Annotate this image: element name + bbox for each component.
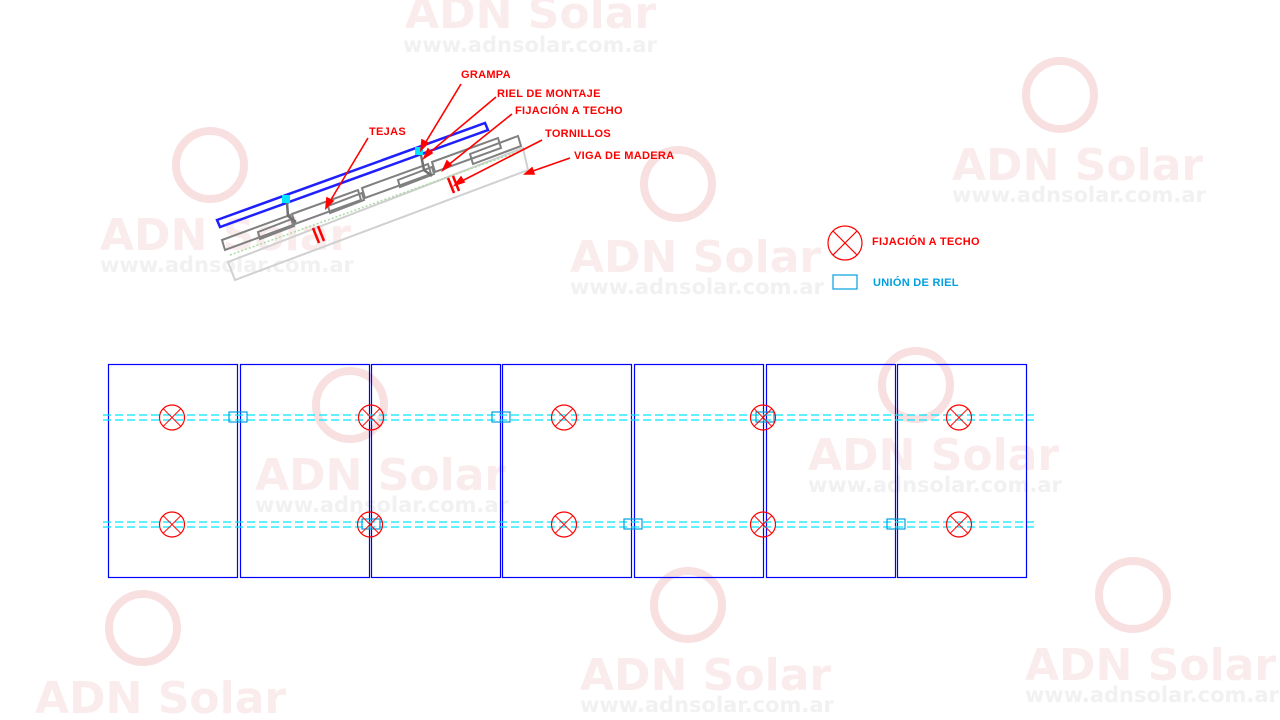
watermark-url: www.adnsolar.com.ar: [570, 275, 825, 299]
roof-fixing-cross: [949, 408, 969, 427]
roof-fixing-cross: [753, 515, 773, 534]
roof-fixing-cross: [554, 515, 574, 534]
label-tejas: TEJAS: [369, 126, 406, 138]
roof-fixing-cross: [753, 408, 773, 427]
legend-rail-joint-label: UNIÓN DE RIEL: [873, 276, 959, 289]
solar-panel: [370, 363, 502, 579]
watermark-brand: ADN Solar: [1025, 640, 1276, 691]
watermark-brand: ADN Solar: [255, 450, 506, 501]
label-fijacion-a-techo: FIJACIÓN A TECHO: [515, 104, 623, 117]
watermark-brand: ADN Solar: [952, 140, 1203, 191]
fixing-icon: [827, 225, 863, 261]
watermark-brand: ADN Solar: [580, 650, 831, 701]
rail-joint: [491, 411, 511, 423]
roof-fixing-cross: [361, 408, 381, 427]
mounting-rail: [215, 121, 490, 229]
rail-joint: [623, 518, 643, 530]
roof-fixing: [945, 511, 973, 538]
roof-fixing-cross: [949, 515, 969, 534]
watermark-url: www.adnsolar.com.ar: [952, 183, 1207, 207]
roof-section-drawing: GRAMPA RIEL DE MONTAJE FIJACIÓN A TECHO …: [215, 69, 674, 282]
rail-joint-icon: [832, 274, 858, 290]
watermark-brand: ADN Solar: [405, 0, 656, 39]
solar-panel: [633, 363, 765, 579]
roof-fixing: [550, 404, 578, 431]
roof-fixing-cross: [360, 515, 380, 534]
legend: FIJACIÓN A TECHO UNIÓN DE RIEL: [827, 225, 980, 290]
watermark-brand: ADN Solar: [808, 430, 1059, 481]
roof-fixing: [749, 404, 777, 431]
callout-arrows: [324, 83, 571, 211]
solar-panel: [239, 363, 371, 579]
rail-joint: [886, 518, 906, 530]
watermark-url: www.adnsolar.com.ar: [1025, 683, 1280, 707]
roof-hook: [285, 154, 433, 223]
solar-panel: [765, 363, 897, 579]
solar-panel: [501, 363, 633, 579]
label-tornillos: TORNILLOS: [545, 128, 611, 140]
roof-fixing: [357, 404, 385, 431]
rail-joint: [361, 518, 381, 530]
label-viga-de-madera: VIGA DE MADERA: [574, 150, 674, 162]
roof-fixing: [550, 511, 578, 538]
clamp: [282, 195, 290, 203]
watermark-url: www.adnsolar.com.ar: [580, 693, 835, 717]
watermark-url: www.adnsolar.com.ar: [100, 253, 355, 277]
roof-fixing-cross: [162, 515, 182, 534]
rail-joint: [228, 411, 248, 423]
solar-panel: [107, 363, 239, 579]
roof-fixing-cross: [162, 408, 182, 427]
roof-fixing: [945, 404, 973, 431]
legend-fixing-label: FIJACIÓN A TECHO: [872, 235, 980, 248]
roof-fixing: [158, 511, 186, 538]
label-grampa: GRAMPA: [461, 69, 511, 81]
watermark-url: www.adnsolar.com.ar: [403, 33, 658, 57]
roof-fixing-cross: [554, 408, 574, 427]
roof-fixing: [356, 511, 384, 538]
watermark-brand: ADN Solar: [35, 673, 286, 720]
panel-layout: [103, 363, 1034, 579]
rail-joint: [755, 411, 775, 423]
clamp: [415, 147, 423, 155]
roof-fixing: [749, 511, 777, 538]
watermark-brand: ADN Solar: [570, 232, 821, 283]
roof-fixing: [158, 404, 186, 431]
wooden-beam: [226, 146, 530, 282]
solar-panel: [896, 363, 1028, 579]
label-riel-de-montaje: RIEL DE MONTAJE: [497, 88, 601, 100]
watermark-url: www.adnsolar.com.ar: [808, 473, 1063, 497]
watermark-url: www.adnsolar.com.ar: [255, 493, 510, 517]
